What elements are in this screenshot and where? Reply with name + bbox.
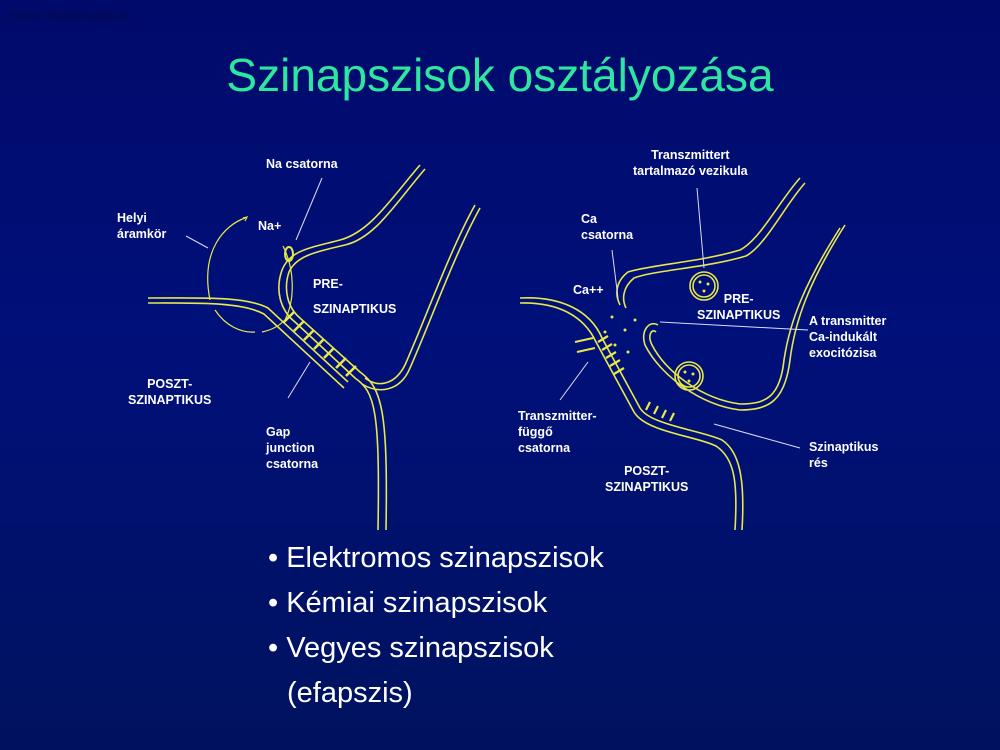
text: A transmitter bbox=[809, 314, 887, 328]
label-ca-channel: Ca csatorna bbox=[581, 211, 633, 243]
label-local-circuit: Helyi áramkör bbox=[117, 210, 166, 242]
text: POSZT- bbox=[147, 377, 193, 391]
label-gap-junction: Gap junction csatorna bbox=[266, 424, 318, 472]
text: Ca-indukált bbox=[809, 330, 878, 344]
text: tartalmazó vezikula bbox=[633, 164, 748, 178]
text: exocitózisa bbox=[809, 346, 877, 360]
electrical-synapse-drawing bbox=[147, 164, 481, 531]
text: függő bbox=[518, 425, 553, 439]
bullet-mixed-note: (efapszis) bbox=[287, 677, 413, 709]
text: csatorna bbox=[581, 228, 634, 242]
label-cleft: Szinaptikus rés bbox=[809, 439, 878, 471]
label-pre-right: PRE- SZINAPTIKUS bbox=[697, 291, 780, 323]
bullet-mixed: • Vegyes szinapszisok bbox=[268, 632, 554, 664]
text: Helyi bbox=[117, 211, 147, 225]
text: Ca bbox=[581, 212, 597, 226]
label-na-channel: Na csatorna bbox=[266, 157, 338, 171]
label-na-ion: Na+ bbox=[258, 219, 282, 233]
slide-title: Szinapszisok osztályozása bbox=[226, 49, 774, 101]
watermark: Forrás: http://www.doksi.hu bbox=[10, 11, 131, 22]
label-vesicle: Transzmittert tartalmazó vezikula bbox=[633, 147, 748, 179]
text: Transzmittert bbox=[651, 148, 730, 162]
text: junction bbox=[266, 441, 315, 455]
text: áramkör bbox=[117, 227, 167, 241]
chemical-synapse-drawing bbox=[519, 177, 846, 531]
text: SZINAPTIKUS bbox=[605, 480, 689, 494]
label-transmitter-channel: Transzmitter-függő csatorna bbox=[518, 408, 597, 456]
label-pre-left: PRE- SZINAPTIKUS bbox=[313, 272, 396, 322]
text: csatorna bbox=[266, 457, 319, 471]
bullet-electrical: • Elektromos szinapszisok bbox=[268, 542, 604, 574]
text: SZINAPTIKUS bbox=[697, 308, 781, 322]
text: Transzmitter- bbox=[518, 409, 597, 423]
label-post-right: POSZT- SZINAPTIKUS bbox=[605, 463, 688, 495]
text: csatorna bbox=[518, 441, 571, 455]
label-post-left: POSZT- SZINAPTIKUS bbox=[128, 376, 211, 408]
text: Szinaptikus bbox=[809, 440, 879, 454]
text: SZINAPTIKUS bbox=[313, 302, 397, 316]
text: rés bbox=[809, 456, 828, 470]
text: PRE- bbox=[313, 277, 343, 291]
label-ca-ion: Ca++ bbox=[573, 283, 604, 297]
text: PRE- bbox=[723, 292, 754, 306]
text: POSZT- bbox=[624, 464, 670, 478]
bullet-chemical: • Kémiai szinapszisok bbox=[268, 587, 548, 619]
text: SZINAPTIKUS bbox=[128, 393, 212, 407]
text: Gap bbox=[266, 425, 291, 439]
